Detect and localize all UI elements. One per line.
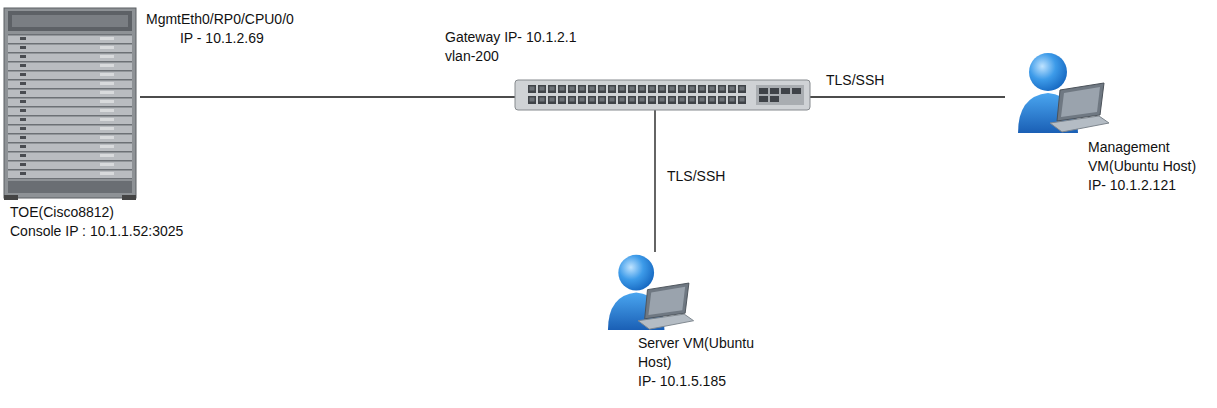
switch-node: Gateway IP- 10.1.2.1 vlan-200 [515, 80, 810, 110]
network-link [140, 96, 515, 97]
network-link [810, 96, 1005, 97]
server-vm-node: Server VM(Ubuntu Host) IP- 10.1.5.185 [600, 252, 695, 332]
link-label: TLS/SSH [665, 168, 727, 185]
router-node: MgmtEth0/RP0/CPU0/0 IP - 10.1.2.69TOE(Ci… [0, 8, 140, 198]
host-label: Management VM(Ubuntu Host) IP- 10.1.2.12… [1088, 138, 1200, 195]
router-chassis [4, 8, 136, 200]
device-label: TOE(Cisco8812) Console IP : 10.1.1.52:30… [10, 203, 183, 241]
host-label: Server VM(Ubuntu Host) IP- 10.1.5.185 [638, 334, 758, 391]
management-vm-icon [1018, 53, 1109, 133]
gateway-label: Gateway IP- 10.1.2.1 vlan-200 [445, 28, 580, 66]
management-vm-node: Management VM(Ubuntu Host) IP- 10.1.2.12… [1005, 50, 1115, 135]
network-link [654, 110, 655, 252]
server-vm-icon [608, 255, 694, 330]
interface-label: MgmtEth0/RP0/CPU0/0 IP - 10.1.2.69 [146, 10, 298, 48]
link-label: TLS/SSH [824, 72, 886, 89]
switch-chassis [515, 80, 810, 110]
